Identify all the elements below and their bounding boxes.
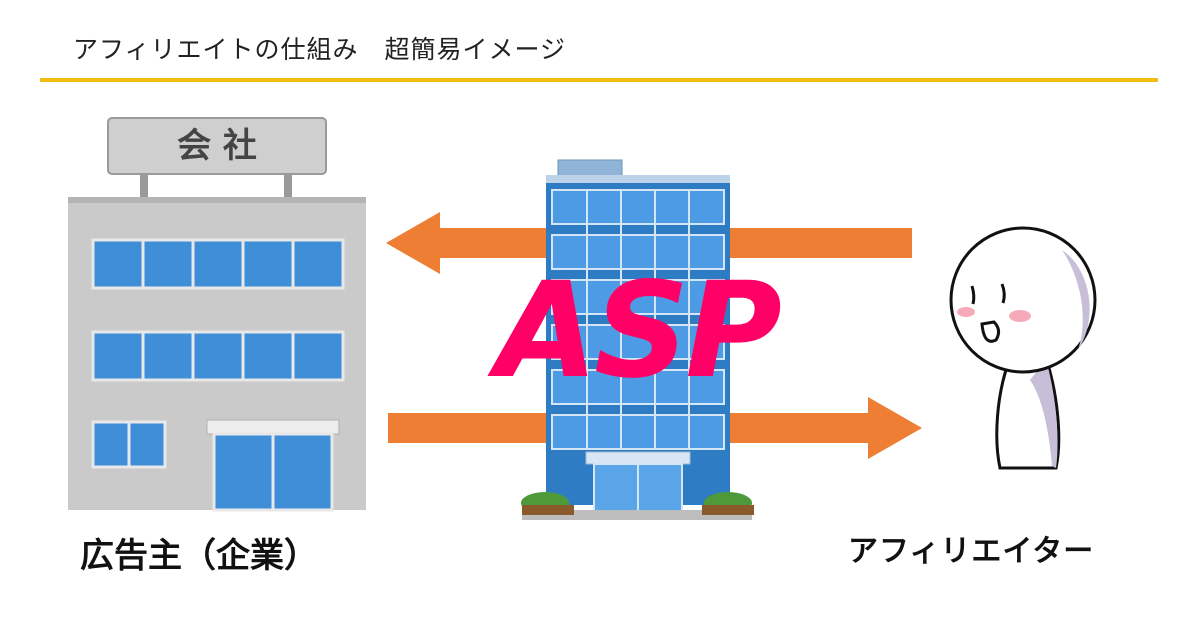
- advertiser-label: 広告主（企業）: [80, 536, 318, 576]
- company-building-icon: 会 社: [68, 117, 366, 512]
- asp-label: ASP: [496, 254, 782, 408]
- title-underline: [40, 78, 1158, 82]
- company-sign-text: 会 社: [177, 126, 257, 166]
- asp-building-icon: [521, 159, 754, 520]
- window-row-1: [91, 238, 345, 290]
- affiliater-label: アフィリエイター: [848, 534, 1095, 569]
- affiliater-person-icon: [949, 226, 1097, 470]
- page-title: アフィリエイトの仕組み 超簡易イメージ: [73, 35, 567, 64]
- company-sign: [107, 117, 327, 175]
- window-row-2: [91, 330, 345, 382]
